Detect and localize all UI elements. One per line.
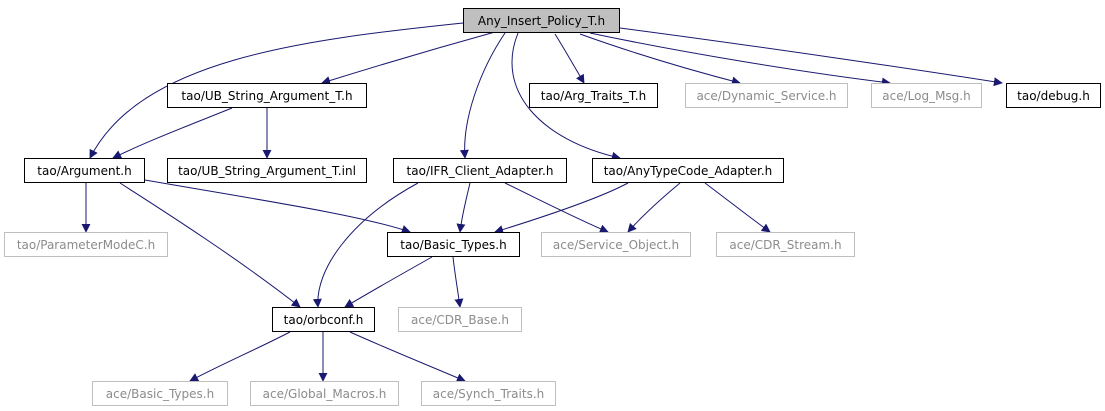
node-tao-basic-types-h[interactable]: tao/Basic_Types.h [387, 232, 520, 257]
edge-argument-to-orbconf [119, 182, 301, 308]
edge-tao-basic-types-to-cdr-base [452, 256, 464, 308]
edge-ifr-to-orbconf [312, 182, 419, 308]
edge-root-to-arg-traits [554, 33, 585, 84]
node-ub-string-argument-t-inl[interactable]: tao/UB_String_Argument_T.inl [167, 158, 367, 183]
edge-root-to-dynamic-service [579, 33, 741, 86]
node-ifr-client-adapter-h[interactable]: tao/IFR_Client_Adapter.h [393, 158, 567, 183]
node-any-insert-policy[interactable]: Any_Insert_Policy_T.h [463, 8, 620, 33]
edge-tao-basic-types-to-orbconf [344, 256, 433, 308]
node-ub-string-argument-t-h[interactable]: tao/UB_String_Argument_T.h [167, 83, 367, 108]
node-argument-h[interactable]: tao/Argument.h [24, 158, 145, 183]
edge-anytypecode-to-cdr-stream [704, 182, 771, 233]
node-dynamic-service-h[interactable]: ace/Dynamic_Service.h [685, 83, 848, 108]
edge-root-to-log-msg [589, 32, 891, 87]
edge-root-to-ifr-client-adapter [459, 32, 506, 159]
node-synch-traits-h[interactable]: ace/Synch_Traits.h [421, 381, 556, 406]
node-orbconf-h[interactable]: tao/orbconf.h [272, 307, 375, 332]
node-global-macros-h[interactable]: ace/Global_Macros.h [250, 381, 399, 406]
edge-root-to-ub-string-argument [321, 31, 496, 85]
edge-anytypecode-to-tao-basic-types [494, 182, 629, 234]
node-cdr-base-h[interactable]: ace/CDR_Base.h [398, 307, 522, 332]
node-log-msg-h[interactable]: ace/Log_Msg.h [871, 83, 982, 108]
edge-root-to-argument [89, 22, 464, 159]
node-ace-basic-types-h[interactable]: ace/Basic_Types.h [92, 381, 228, 406]
edge-orbconf-to-synch-traits [349, 331, 466, 382]
node-arg-traits-t-h[interactable]: tao/Arg_Traits_T.h [529, 83, 658, 108]
node-cdr-stream-h[interactable]: ace/CDR_Stream.h [716, 232, 855, 257]
node-anytypecode-adapter-h[interactable]: tao/AnyTypeCode_Adapter.h [592, 158, 784, 183]
node-service-object-h[interactable]: ace/Service_Object.h [541, 232, 691, 257]
node-debug-h[interactable]: tao/debug.h [1006, 83, 1101, 108]
edge-ifr-to-service-object [504, 182, 609, 233]
node-parametermodec-h[interactable]: tao/ParameterModeC.h [4, 232, 168, 257]
edge-ifr-to-tao-basic-types [456, 182, 471, 233]
edge-ub-string-to-argument [112, 107, 233, 159]
edge-root-to-anytypecode-adapter [511, 32, 621, 161]
edge-orbconf-to-ace-basic-types [189, 331, 291, 382]
edge-root-to-debug [619, 27, 1003, 87]
edge-anytypecode-to-service-object [627, 182, 681, 233]
edge-argument-to-tao-basic-types [144, 179, 411, 234]
